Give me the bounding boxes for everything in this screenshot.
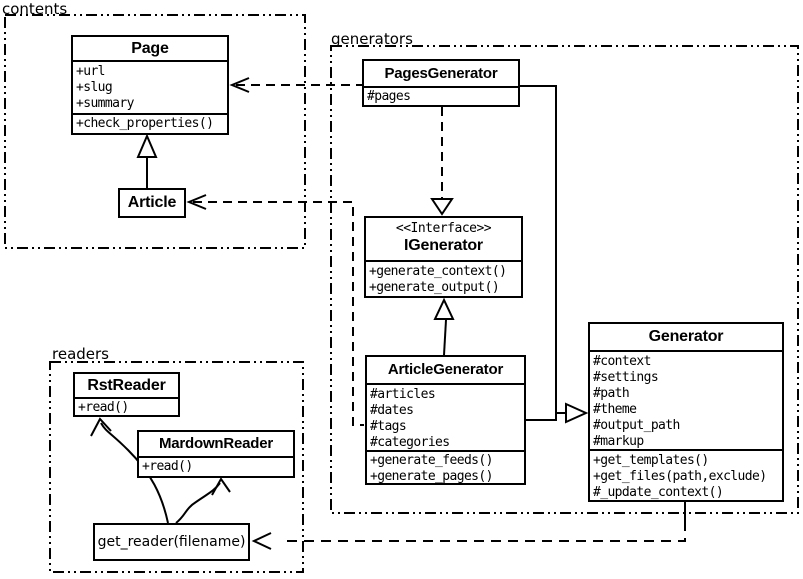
class-articlegenerator: ArticleGenerator #articles #dates #tags …	[365, 355, 526, 485]
mardownreader-method: +read()	[142, 459, 193, 474]
article-to-page-triangle-icon	[136, 133, 158, 158]
generator-attribute: #theme	[593, 402, 637, 417]
getreader-to-rstreader-arrow-icon	[90, 417, 112, 437]
articlegenerator-to-article-arrow-icon	[186, 194, 207, 210]
class-article: Article	[118, 188, 186, 218]
class-igenerator-title: IGenerator	[404, 237, 483, 254]
articlegenerator-attribute: #tags	[370, 419, 407, 434]
generator-attribute: #path	[593, 386, 630, 401]
get-reader-node: get_reader(filename)	[93, 523, 250, 561]
igenerator-method: +generate_context()	[369, 264, 507, 279]
page-attribute: +url	[76, 64, 106, 79]
generators-package-label: generators	[331, 30, 413, 48]
class-mardownreader-title: MardownReader	[158, 435, 274, 452]
class-article-title: Article	[127, 194, 177, 211]
class-igenerator: <<Interface>> IGenerator +generate_conte…	[364, 216, 523, 298]
generator-to-getreader-line	[286, 521, 686, 542]
igenerator-stereotype: <<Interface>>	[395, 221, 492, 236]
class-page-title: Page	[131, 40, 169, 57]
igenerator-method: +generate_output()	[369, 280, 500, 295]
pagesgenerator-attribute: #pages	[367, 89, 411, 104]
page-attribute: +slug	[76, 80, 113, 95]
pagesgenerator-to-generator-line	[520, 85, 566, 414]
generator-attribute: #output_path	[593, 418, 680, 433]
generators-package-border	[330, 45, 799, 514]
articlegenerator-attribute: #categories	[370, 435, 450, 450]
readers-package-border	[49, 361, 304, 573]
articlegenerator-method: +generate_feeds()	[370, 453, 493, 468]
class-generator: Generator #context #settings #path #them…	[588, 322, 784, 502]
articlegenerator-to-igenerator-triangle-icon	[433, 297, 455, 320]
articlegenerator-method: +generate_pages()	[370, 469, 493, 483]
generator-attribute: #markup	[593, 434, 644, 449]
articlegenerator-to-igenerator-line	[443, 319, 447, 356]
page-attribute: +summary	[76, 96, 134, 111]
class-articlegenerator-title: ArticleGenerator	[387, 361, 504, 378]
class-pagesgenerator-title: PagesGenerator	[384, 65, 498, 82]
getreader-to-mardownreader-arrow-icon	[211, 477, 231, 496]
articlegenerator-attribute: #articles	[370, 387, 436, 402]
pagesgenerator-to-igenerator-triangle-icon	[430, 198, 454, 216]
generator-to-getreader-arrow-icon	[251, 532, 272, 550]
articlegenerator-attribute: #dates	[370, 403, 414, 418]
class-generator-title: Generator	[648, 328, 724, 345]
page-method: +check_properties()	[76, 116, 214, 131]
generator-attribute: #context	[593, 354, 651, 369]
generator-attribute: #settings	[593, 370, 659, 385]
generator-method: +get_files(path,exclude)	[593, 469, 767, 484]
class-pagesgenerator: PagesGenerator #pages	[362, 59, 520, 107]
articlegenerator-to-article-line	[193, 201, 364, 426]
generator-generalization-triangle-icon	[565, 402, 589, 424]
pagesgenerator-to-page-arrow-icon	[229, 77, 250, 93]
class-page: Page +url +slug +summary +check_properti…	[71, 35, 229, 135]
getreader-to-mardownreader-curve	[175, 482, 221, 524]
contents-package-border	[4, 14, 306, 249]
articlegenerator-to-generator-line	[526, 413, 557, 421]
rstreader-method: +read()	[78, 400, 129, 415]
class-rstreader-title: RstReader	[87, 377, 166, 394]
getreader-to-rstreader-curve	[100, 422, 169, 524]
class-rstreader: RstReader +read()	[73, 372, 180, 417]
generator-method: #_update_context()	[593, 485, 724, 500]
class-mardownreader: MardownReader +read()	[137, 430, 295, 478]
generator-method: +get_templates()	[593, 453, 709, 468]
readers-package-label: readers	[52, 345, 109, 363]
contents-package-label: contents	[2, 0, 68, 18]
